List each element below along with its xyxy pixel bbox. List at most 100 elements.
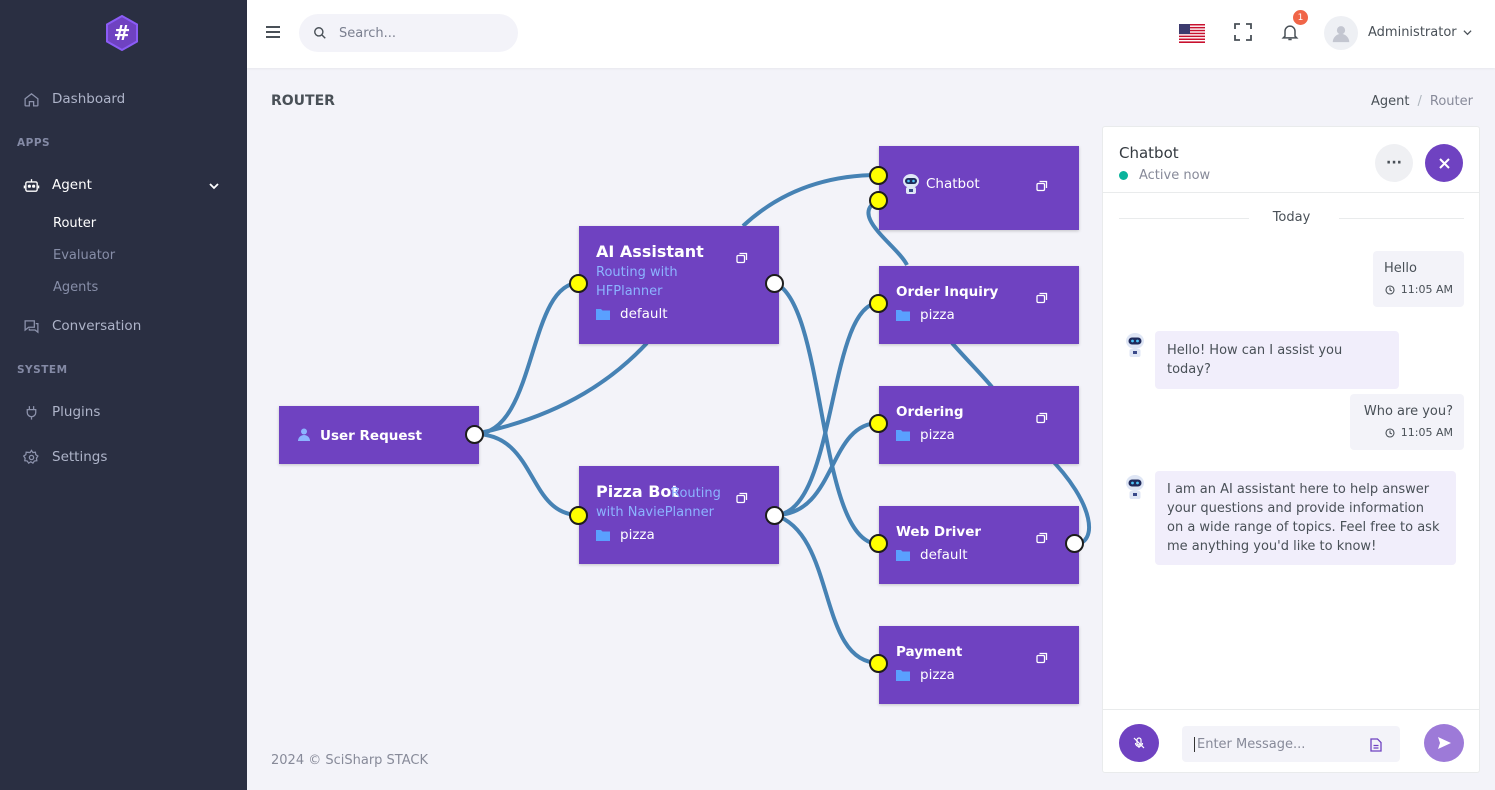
port-in[interactable] bbox=[869, 191, 888, 210]
user-name[interactable]: Administrator bbox=[1368, 25, 1457, 40]
port-in[interactable] bbox=[869, 654, 888, 673]
search-box bbox=[299, 14, 518, 52]
sidebar-item-label: Settings bbox=[52, 449, 108, 465]
send-button[interactable] bbox=[1424, 724, 1464, 762]
node-chatbot[interactable]: Chatbot bbox=[879, 146, 1079, 230]
edge-ai-chatbot bbox=[741, 173, 880, 228]
port-out[interactable] bbox=[1065, 534, 1084, 553]
message-time-text: 11:05 AM bbox=[1400, 426, 1453, 439]
node-web-driver[interactable]: Web Driver default bbox=[879, 506, 1079, 584]
sidebar-item-settings[interactable]: Settings bbox=[22, 448, 107, 466]
folder-icon bbox=[896, 430, 910, 441]
message-time: 11:05 AM bbox=[1384, 280, 1453, 299]
footer-copyright: 2024 © SciSharp STACK bbox=[271, 753, 428, 768]
message-time: 11:05 AM bbox=[1361, 423, 1453, 442]
fullscreen-icon[interactable] bbox=[1234, 23, 1252, 41]
node-folder: pizza bbox=[896, 307, 955, 323]
chat-message-bot: I am an AI assistant here to help answer… bbox=[1155, 471, 1456, 565]
breadcrumb-item-agent[interactable]: Agent bbox=[1371, 94, 1410, 109]
more-dots-icon: ··· bbox=[1386, 155, 1402, 171]
section-label-system: SYSTEM bbox=[17, 364, 68, 376]
copy-icon[interactable] bbox=[1036, 532, 1048, 544]
port-in[interactable] bbox=[869, 414, 888, 433]
svg-text:#: # bbox=[114, 21, 131, 45]
sidebar-item-plugins[interactable]: Plugins bbox=[22, 403, 100, 421]
divider bbox=[1119, 218, 1249, 219]
copy-icon[interactable] bbox=[1036, 180, 1048, 192]
copy-icon[interactable] bbox=[736, 252, 748, 264]
node-payment[interactable]: Payment pizza bbox=[879, 626, 1079, 704]
footer: 2024 © SciSharp STACK bbox=[247, 730, 1102, 790]
chat-panel: Chatbot Active now ··· Today Hello 11:05… bbox=[1102, 126, 1480, 773]
person-icon bbox=[298, 428, 310, 441]
port-in[interactable] bbox=[869, 166, 888, 185]
node-ai-assistant[interactable]: AI Assistant Routing with HFPlanner defa… bbox=[579, 226, 779, 344]
chat-input-bar bbox=[1103, 709, 1479, 774]
search-input[interactable] bbox=[339, 25, 499, 41]
close-chat-button[interactable] bbox=[1425, 144, 1463, 182]
edge-order-link bbox=[950, 341, 994, 389]
port-in[interactable] bbox=[569, 274, 588, 293]
node-title: Ordering bbox=[896, 404, 964, 420]
sidebar-item-conversation[interactable]: Conversation bbox=[22, 317, 141, 335]
node-folder: pizza bbox=[896, 427, 955, 443]
file-icon[interactable] bbox=[1370, 738, 1382, 752]
edge-pizza-order bbox=[774, 301, 880, 517]
logo-hashtag-icon[interactable]: # bbox=[104, 15, 140, 51]
node-user-request[interactable]: User Request bbox=[279, 406, 479, 464]
section-label-apps: APPS bbox=[17, 137, 51, 149]
port-in[interactable] bbox=[569, 506, 588, 525]
edge-pizza-ordering bbox=[774, 421, 880, 517]
node-subtitle: Routing with NaviePlanner bbox=[596, 486, 721, 520]
node-ordering[interactable]: Ordering pizza bbox=[879, 386, 1079, 464]
sidebar-subitem-agents[interactable]: Agents bbox=[53, 280, 99, 295]
folder-label: pizza bbox=[920, 667, 955, 683]
port-out[interactable] bbox=[465, 425, 484, 444]
node-folder: pizza bbox=[896, 667, 955, 683]
flow-canvas[interactable]: User Request AI Assistant Routing with H… bbox=[247, 125, 1102, 730]
chevron-down-icon[interactable] bbox=[208, 180, 220, 192]
chat-status: Active now bbox=[1119, 168, 1210, 183]
edge-pizza-payment bbox=[774, 513, 880, 665]
folder-icon bbox=[896, 310, 910, 321]
us-flag-icon[interactable] bbox=[1179, 24, 1205, 43]
bell-icon[interactable] bbox=[1280, 22, 1300, 42]
folder-icon bbox=[596, 530, 610, 541]
home-icon bbox=[22, 90, 40, 108]
hamburger-menu-icon[interactable] bbox=[265, 24, 281, 40]
copy-icon[interactable] bbox=[1036, 292, 1048, 304]
message-text: I am an AI assistant here to help answer… bbox=[1167, 482, 1440, 554]
node-order-inquiry[interactable]: Order Inquiry pizza bbox=[879, 266, 1079, 344]
message-input[interactable] bbox=[1194, 736, 1364, 752]
sidebar-item-label: Plugins bbox=[52, 404, 101, 420]
day-label: Today bbox=[1272, 210, 1311, 225]
notification-badge: 1 bbox=[1293, 10, 1308, 25]
avatar[interactable] bbox=[1324, 16, 1358, 50]
more-options-button[interactable]: ··· bbox=[1375, 144, 1413, 182]
breadcrumb: Agent / Router bbox=[1371, 94, 1473, 109]
folder-label: default bbox=[620, 306, 668, 322]
chat-message-user: Who are you? 11:05 AM bbox=[1350, 394, 1464, 450]
online-status-dot bbox=[1119, 171, 1128, 180]
robot-avatar-icon bbox=[1126, 475, 1144, 499]
sidebar-subitem-evaluator[interactable]: Evaluator bbox=[53, 248, 116, 263]
sidebar-subitem-router[interactable]: Router bbox=[53, 216, 97, 231]
chat-bubbles-icon bbox=[22, 317, 40, 335]
mic-button[interactable] bbox=[1119, 724, 1159, 762]
copy-icon[interactable] bbox=[736, 492, 748, 504]
port-in[interactable] bbox=[869, 534, 888, 553]
node-pizza-bot[interactable]: Pizza Bot Routing with NaviePlanner pizz… bbox=[579, 466, 779, 564]
breadcrumb-separator: / bbox=[1417, 94, 1422, 109]
chat-message-bot: Hello! How can I assist you today? bbox=[1155, 331, 1399, 389]
node-title: Chatbot bbox=[926, 176, 980, 192]
sidebar-item-agent[interactable]: Agent bbox=[22, 176, 92, 194]
port-out[interactable] bbox=[765, 506, 784, 525]
node-title: Order Inquiry bbox=[896, 284, 999, 300]
copy-icon[interactable] bbox=[1036, 652, 1048, 664]
chevron-down-icon[interactable] bbox=[1463, 28, 1472, 37]
copy-icon[interactable] bbox=[1036, 412, 1048, 424]
sidebar-item-dashboard[interactable]: Dashboard bbox=[22, 90, 125, 108]
folder-icon bbox=[896, 550, 910, 561]
port-in[interactable] bbox=[869, 294, 888, 313]
port-out[interactable] bbox=[765, 274, 784, 293]
